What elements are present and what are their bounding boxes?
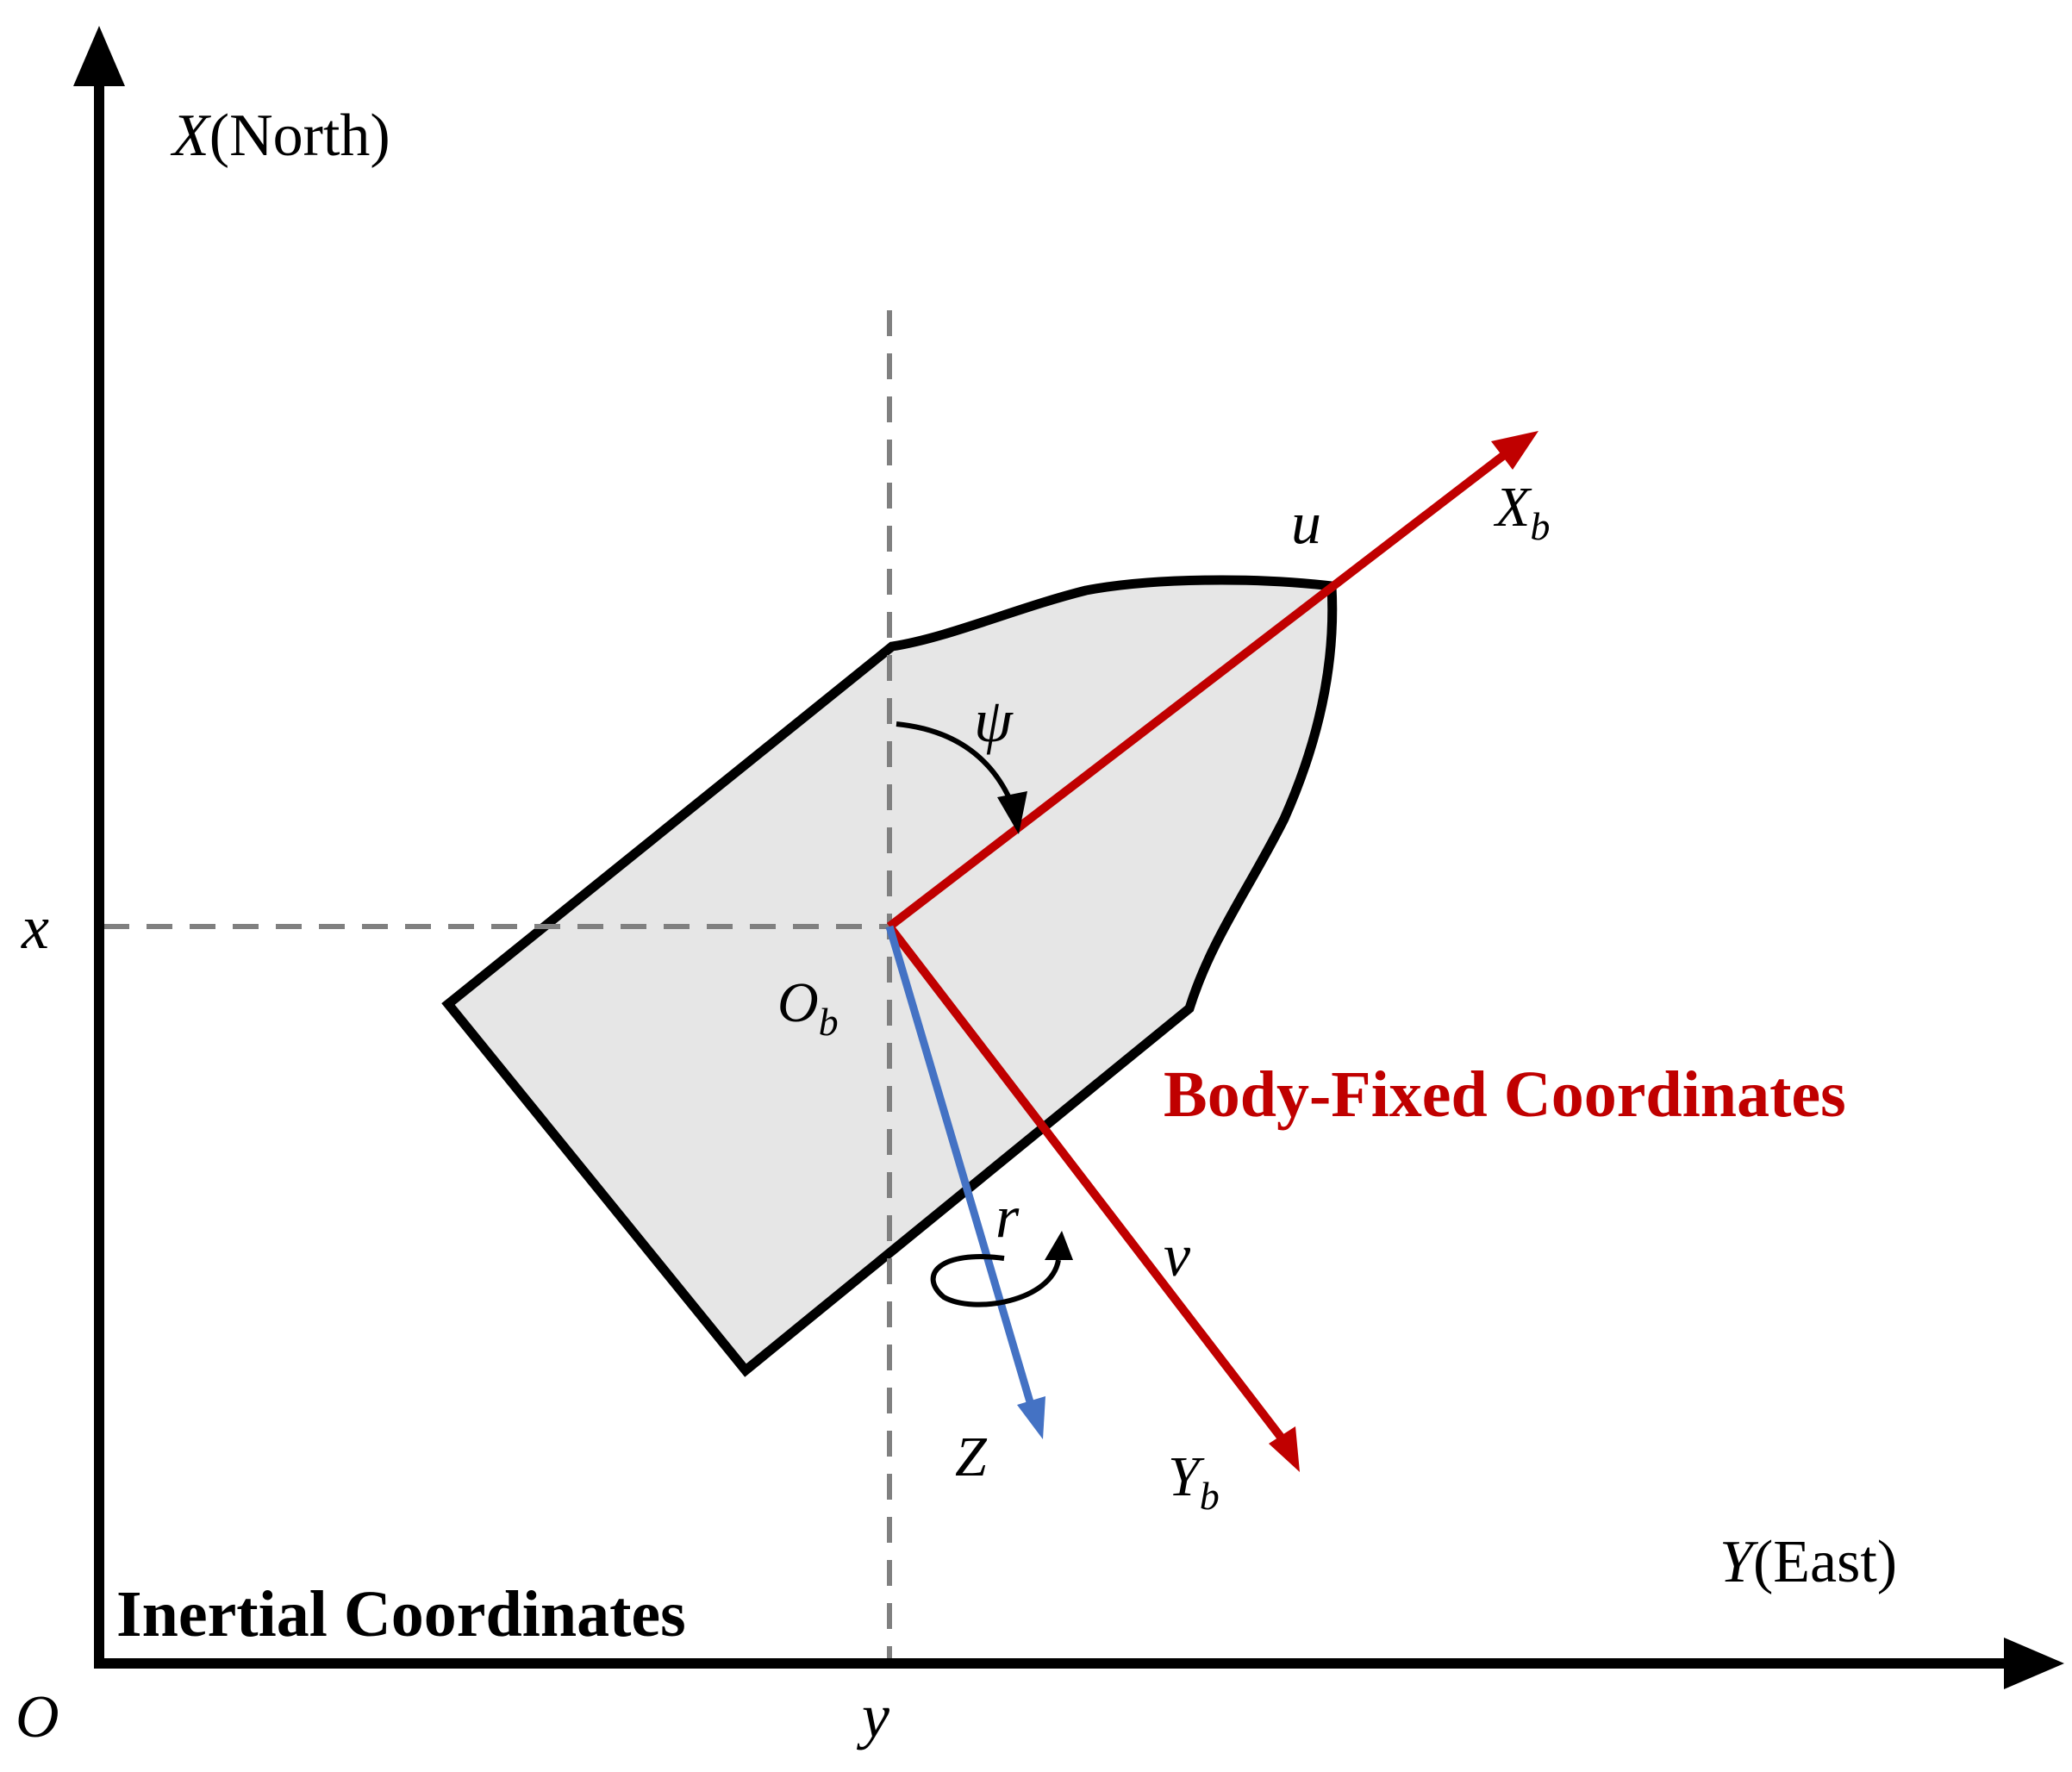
yaw-rate-arrow xyxy=(930,1254,1061,1307)
body-z-axis-arrowhead xyxy=(1017,1396,1045,1439)
body-z-axis xyxy=(885,925,1035,1407)
sway-velocity-label: v xyxy=(1164,1223,1191,1289)
inertial-coordinates-title: Inertial Coordinates xyxy=(116,1578,686,1650)
inertial-x-axis-label: X(North) xyxy=(170,103,390,169)
heading-angle-label: ψ xyxy=(974,686,1014,755)
origin-label: O xyxy=(16,1684,59,1750)
body-fixed-coordinates-title: Body-Fixed Coordinates xyxy=(1164,1058,1846,1131)
yaw-rate-label: r xyxy=(995,1184,1020,1251)
body-yb-axis-arrowhead xyxy=(1269,1426,1300,1472)
body-yb-axis xyxy=(886,923,1286,1443)
heading-angle-arc xyxy=(896,721,1015,808)
surge-velocity-label: u xyxy=(1291,490,1321,557)
y-coordinate-label: y xyxy=(856,1682,889,1750)
heading-arrowhead xyxy=(997,791,1027,834)
body-z-label: Z xyxy=(955,1426,988,1488)
body-yb-label: Yb xyxy=(1168,1445,1220,1518)
inertial-y-axis-label: Y(East) xyxy=(1719,1529,1897,1595)
inertial-x-axis-arrowhead xyxy=(73,26,125,86)
body-xb-label: Xb xyxy=(1493,476,1550,548)
body-origin-label: Ob xyxy=(777,971,839,1044)
body-xb-axis xyxy=(886,452,1507,930)
inertial-y-axis-arrowhead xyxy=(2004,1638,2064,1689)
x-coordinate-label: x xyxy=(21,893,49,962)
body-xb-axis-arrowhead xyxy=(1491,431,1538,470)
yaw-rate-arrowhead xyxy=(1045,1231,1073,1260)
